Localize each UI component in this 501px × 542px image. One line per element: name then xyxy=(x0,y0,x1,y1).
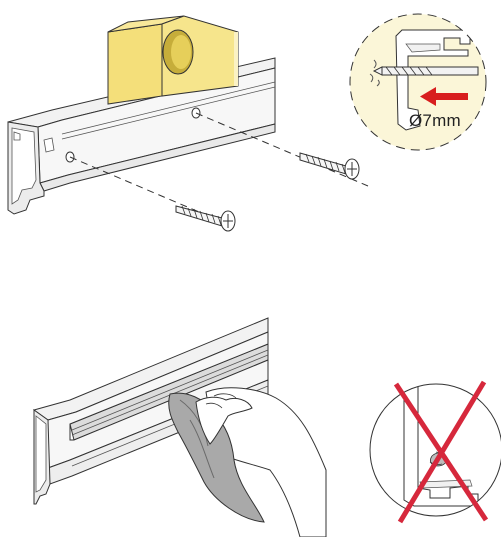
forbidden-detail-background xyxy=(370,384,501,516)
step1-illustration xyxy=(7,15,369,232)
drill-detail-background xyxy=(350,14,486,150)
arrow-left-icon xyxy=(420,87,468,106)
screw-upper xyxy=(299,152,360,180)
forbidden-detail xyxy=(369,380,501,524)
drill-detail xyxy=(349,13,487,151)
step2-illustration xyxy=(32,317,327,538)
drill-detail-profile xyxy=(395,29,471,131)
drilling-jig xyxy=(107,15,239,105)
cross-icon xyxy=(393,380,489,524)
drill-diameter-label: Ø7mm xyxy=(409,111,461,130)
hand-with-cloth xyxy=(168,387,327,538)
jig-front xyxy=(107,23,163,105)
arm xyxy=(205,387,327,538)
screw-lower xyxy=(175,205,236,232)
drill-bit xyxy=(381,66,479,76)
hand xyxy=(195,396,253,445)
